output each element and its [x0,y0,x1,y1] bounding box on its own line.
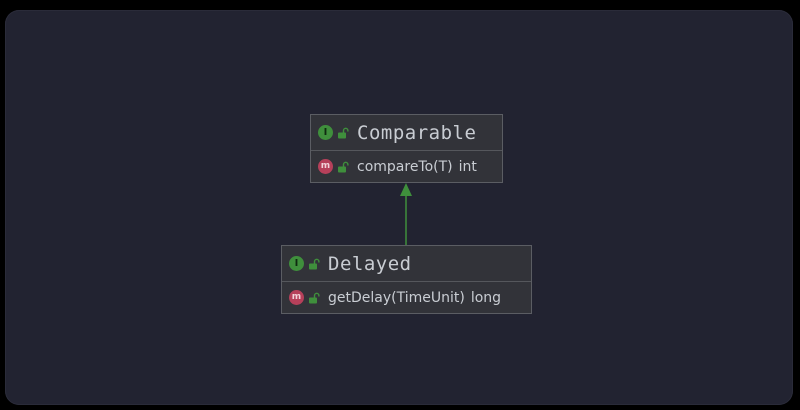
edge-arrowhead [400,183,412,196]
method-signature: getDelay(TimeUnit) long [328,290,501,306]
public-unlock-icon [338,161,349,172]
method-signature: compareTo(T) int [357,159,477,175]
method-return-type: long [470,289,502,306]
method-name: compareTo(T) [357,158,453,175]
method-row[interactable]: m compareTo(T) int [311,151,502,182]
interface-icon: I [318,125,333,140]
interface-icon: I [289,256,304,271]
class-name: Comparable [357,121,477,144]
method-name: getDelay(TimeUnit) [328,289,465,306]
method-row[interactable]: m getDelay(TimeUnit) long [282,282,531,313]
public-unlock-icon [338,127,349,138]
method-icon: m [289,290,304,305]
method-icon: m [318,159,333,174]
class-header: I Delayed [282,246,531,282]
class-node-delayed[interactable]: I Delayed m getDelay(TimeUnit) long [281,245,532,314]
public-unlock-icon [309,258,320,269]
class-name: Delayed [328,252,412,275]
class-header: I Comparable [311,115,502,151]
public-unlock-icon [309,292,320,303]
class-node-comparable[interactable]: I Comparable m compareTo(T) int [310,114,503,183]
diagram-canvas: I Comparable m compareTo(T) int I [5,10,793,405]
method-return-type: int [458,158,477,175]
extends-edge[interactable] [5,10,793,405]
